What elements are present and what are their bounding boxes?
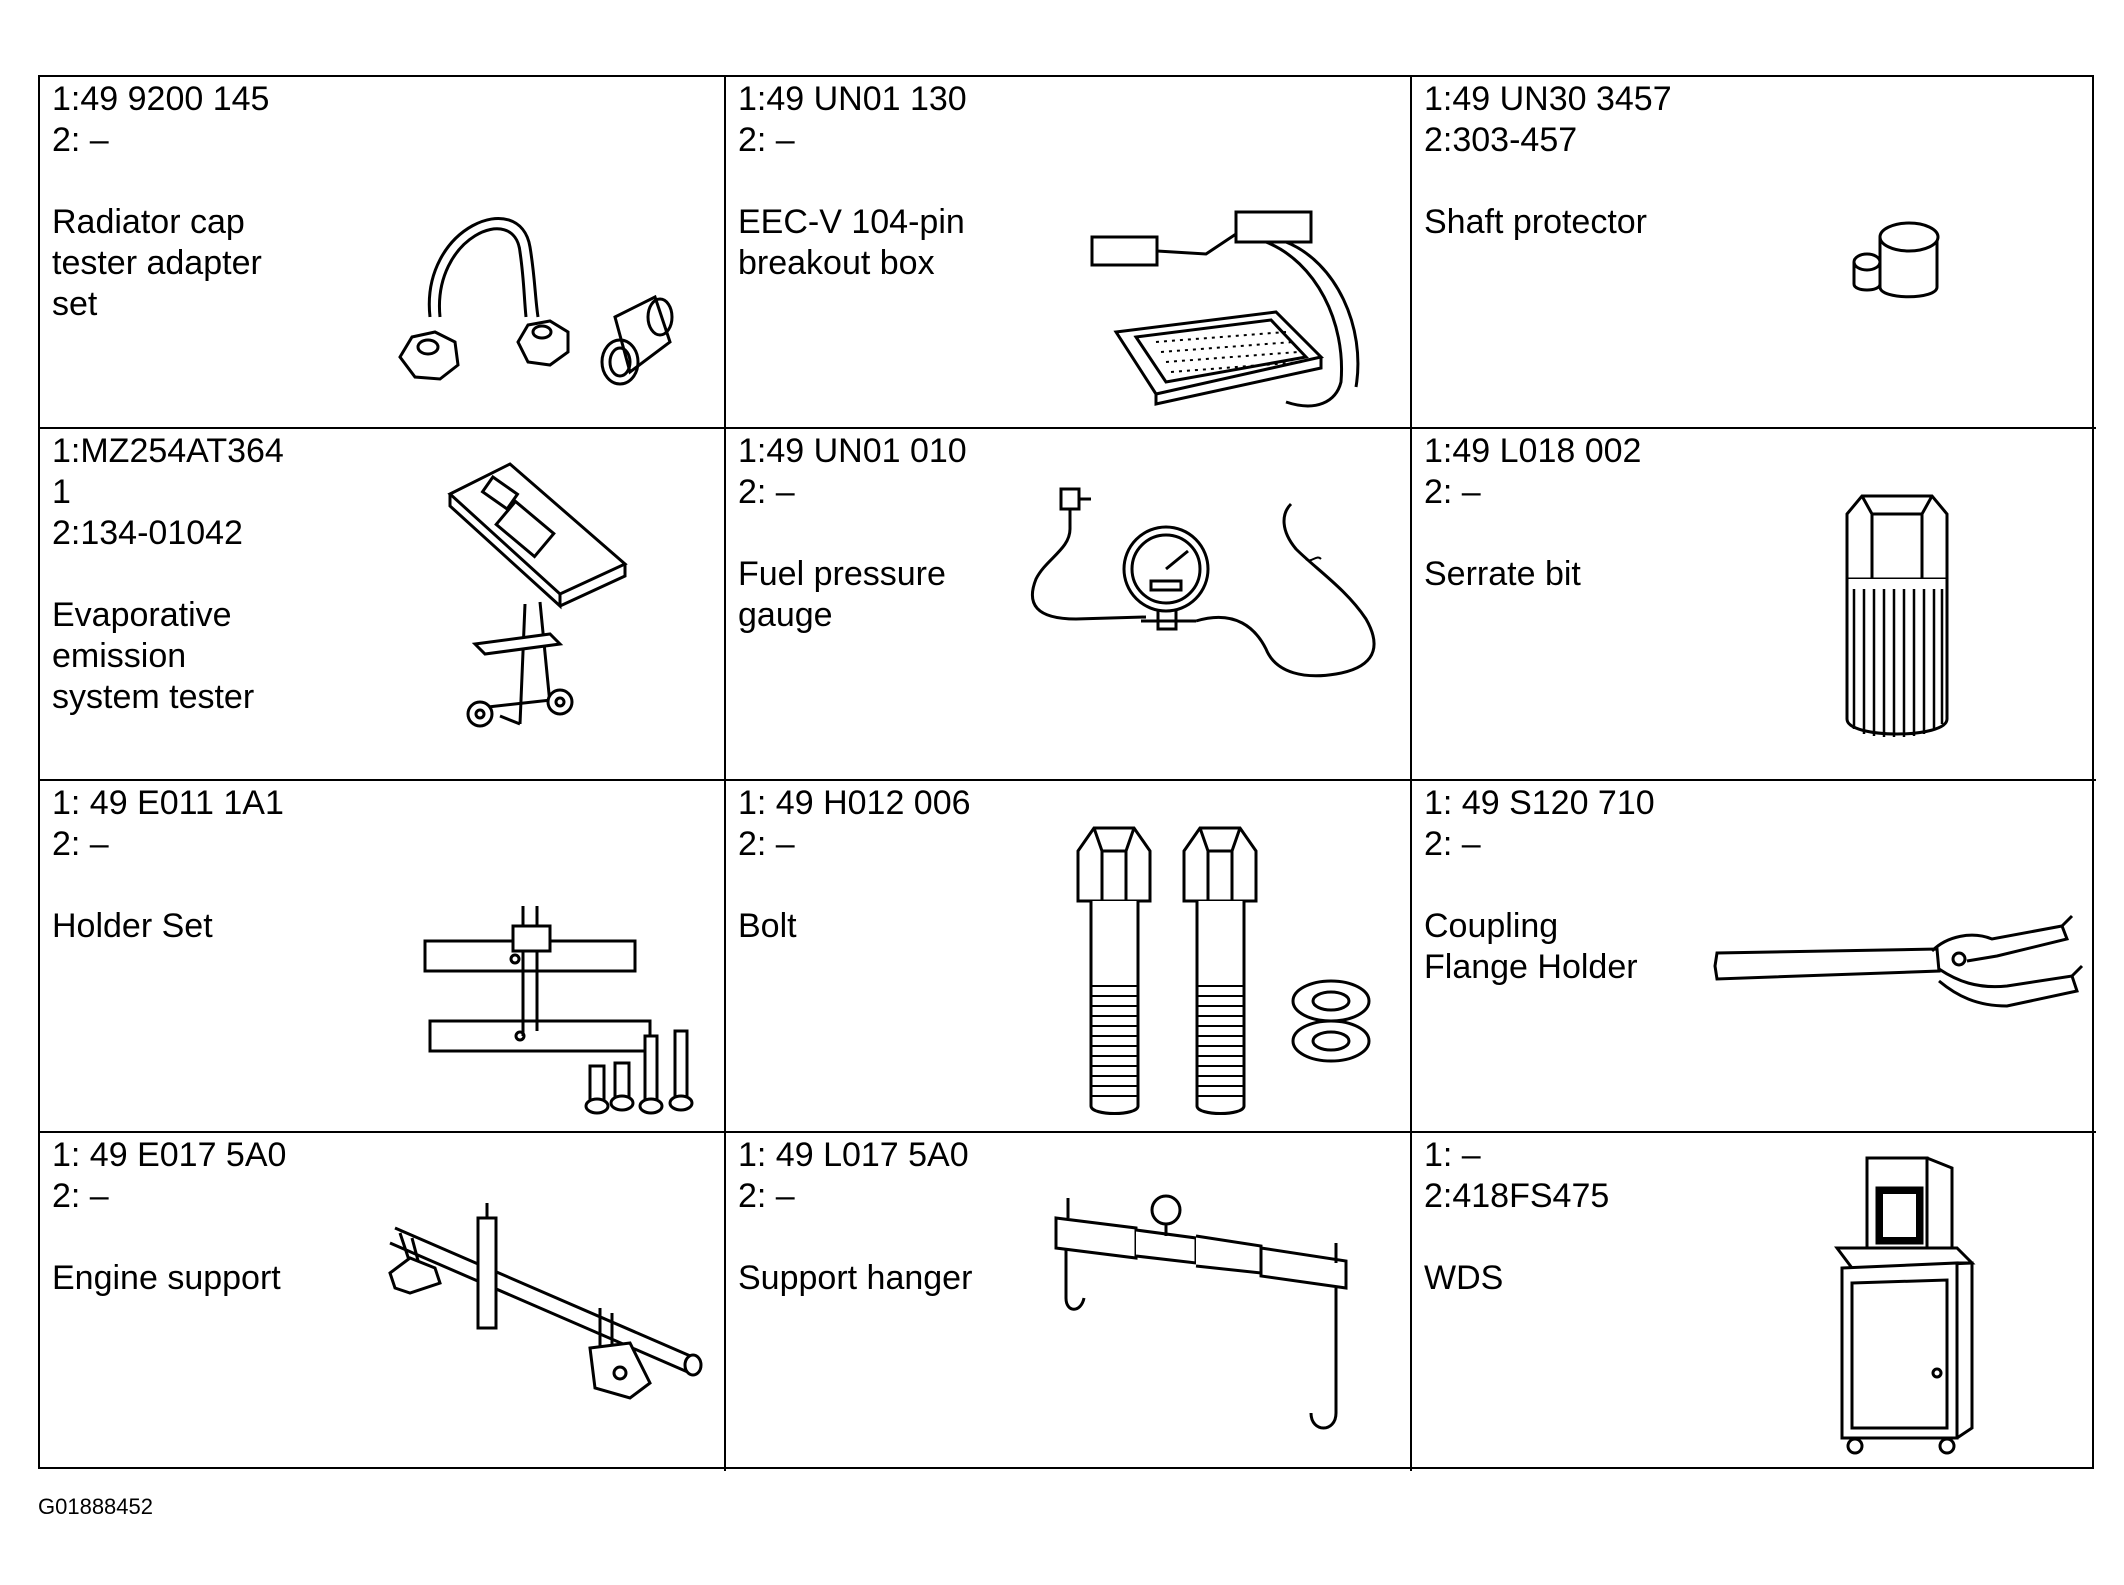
tool-number-1: 1: 49 E011 1A1 [52, 784, 284, 822]
tool-number-2: 2: – [52, 825, 109, 863]
tool-text: 1:49 UN01 130 2: – EEC-V 104-pin breakou… [738, 79, 967, 284]
tool-name: Flange Holder [1424, 948, 1638, 986]
tool-name: Bolt [738, 907, 797, 945]
tool-cell-eec-v-breakout-box: 1:49 UN01 130 2: – EEC-V 104-pin breakou… [726, 77, 1412, 429]
tool-number-2: 2:303-457 [1424, 121, 1578, 159]
tool-text: 1: 49 E017 5A0 2: – Engine support [52, 1135, 286, 1299]
bolt-illustration [1056, 816, 1396, 1126]
tool-number-2: 2: – [738, 1177, 795, 1215]
tool-text: 1: 49 S120 710 2: – Coupling Flange Hold… [1424, 783, 1655, 988]
tool-name: emission [52, 637, 187, 675]
tool-text: 1: 49 H012 006 2: – Bolt [738, 783, 971, 947]
tool-text: 1:49 9200 145 2: – Radiator cap tester a… [52, 79, 269, 325]
wds-cart-illustration [1827, 1148, 1987, 1468]
tool-name: system tester [52, 678, 255, 716]
tool-text: 1: 49 L017 5A0 2: – Support hanger [738, 1135, 972, 1299]
tool-name: Evaporative [52, 596, 232, 634]
tool-text: 1: – 2:418FS475 WDS [1424, 1135, 1609, 1299]
shaft-protector-illustration [1842, 192, 1982, 312]
tool-number-2: 2: – [1424, 473, 1481, 511]
tool-name: Serrate bit [1424, 555, 1581, 593]
tool-number-1: 1: 49 H012 006 [738, 784, 971, 822]
tool-cell-support-hanger: 1: 49 L017 5A0 2: – Support hanger [726, 1133, 1412, 1471]
tool-name: breakout box [738, 244, 935, 282]
tool-number-2: 2: – [52, 121, 109, 159]
tool-name: set [52, 285, 98, 323]
tool-number-1: 1:MZ254AT364 [52, 432, 284, 470]
tool-cell-serrate-bit: 1:49 L018 002 2: – Serrate bit [1412, 429, 2096, 781]
tool-number-2: 2:134-01042 [52, 514, 243, 552]
special-tools-table: 1:49 9200 145 2: – Radiator cap tester a… [38, 75, 2096, 1471]
tool-number-1: 1: – [1424, 1136, 1481, 1174]
tool-number-1: 1:49 L018 002 [1424, 432, 1642, 470]
coupling-flange-holder-illustration [1707, 911, 2092, 1031]
tool-name: Radiator cap [52, 203, 245, 241]
tool-cell-radiator-cap-tester-adapter-set: 1:49 9200 145 2: – Radiator cap tester a… [40, 77, 726, 429]
tool-cell-bolt: 1: 49 H012 006 2: – Bolt [726, 781, 1412, 1133]
tool-number-1: 1:49 9200 145 [52, 80, 270, 118]
tool-text: 1:MZ254AT364 1 2:134-01042 Evaporative e… [52, 431, 284, 718]
tool-name: gauge [738, 596, 833, 634]
tool-number-1: 1: 49 L017 5A0 [738, 1136, 969, 1174]
holder-set-illustration [375, 841, 705, 1121]
tool-name: Engine support [52, 1259, 281, 1297]
serrate-bit-illustration [1832, 484, 1972, 754]
tool-number-1: 1: 49 S120 710 [1424, 784, 1655, 822]
figure-code: G01888452 [38, 1494, 153, 1519]
tool-number-1: 1:49 UN30 3457 [1424, 80, 1672, 118]
tool-name: Support hanger [738, 1259, 973, 1297]
evap-tester-cart-illustration [440, 454, 680, 774]
tool-text: 1:49 UN30 3457 2:303-457 Shaft protector [1424, 79, 1672, 243]
tool-name: Holder Set [52, 907, 213, 945]
tool-name: WDS [1424, 1259, 1504, 1297]
tool-number-1-cont: 1 [52, 473, 71, 511]
fuel-pressure-gauge-illustration [1016, 459, 1406, 759]
tool-number-2: 2: – [738, 473, 795, 511]
tool-number-2: 2: – [1424, 825, 1481, 863]
tool-name: EEC-V 104-pin [738, 203, 965, 241]
breakout-box-illustration [1086, 132, 1406, 429]
tool-name: Shaft protector [1424, 203, 1648, 241]
tool-number-2: 2: – [738, 825, 795, 863]
tool-name: Coupling [1424, 907, 1559, 945]
tool-number-1: 1:49 UN01 130 [738, 80, 967, 118]
tool-cell-wds: 1: – 2:418FS475 WDS [1412, 1133, 2096, 1471]
tool-cell-coupling-flange-holder: 1: 49 S120 710 2: – Coupling Flange Hold… [1412, 781, 2096, 1133]
tool-cell-fuel-pressure-gauge: 1:49 UN01 010 2: – Fuel pressure gauge [726, 429, 1412, 781]
tool-cell-holder-set: 1: 49 E011 1A1 2: – Holder Set [40, 781, 726, 1133]
tool-number-1: 1:49 UN01 010 [738, 432, 967, 470]
tool-cell-evaporative-emission-system-tester: 1:MZ254AT364 1 2:134-01042 Evaporative e… [40, 429, 726, 781]
tool-number-1: 1: 49 E017 5A0 [52, 1136, 287, 1174]
tool-number-2: 2:418FS475 [1424, 1177, 1610, 1215]
tool-text: 1:49 UN01 010 2: – Fuel pressure gauge [738, 431, 967, 636]
tool-name: Fuel pressure [738, 555, 946, 593]
tool-cell-shaft-protector: 1:49 UN30 3457 2:303-457 Shaft protector [1412, 77, 2096, 429]
tool-name: tester adapter [52, 244, 262, 282]
tool-cell-engine-support: 1: 49 E017 5A0 2: – Engine support [40, 1133, 726, 1471]
tool-number-2: 2: – [738, 121, 795, 159]
engine-support-illustration [350, 1183, 720, 1453]
tool-number-2: 2: – [52, 1177, 109, 1215]
support-hanger-illustration [1046, 1158, 1376, 1458]
tool-text: 1:49 L018 002 2: – Serrate bit [1424, 431, 1641, 595]
tool-text: 1: 49 E011 1A1 2: – Holder Set [52, 783, 284, 947]
radiator-cap-adapter-illustration [370, 167, 720, 407]
